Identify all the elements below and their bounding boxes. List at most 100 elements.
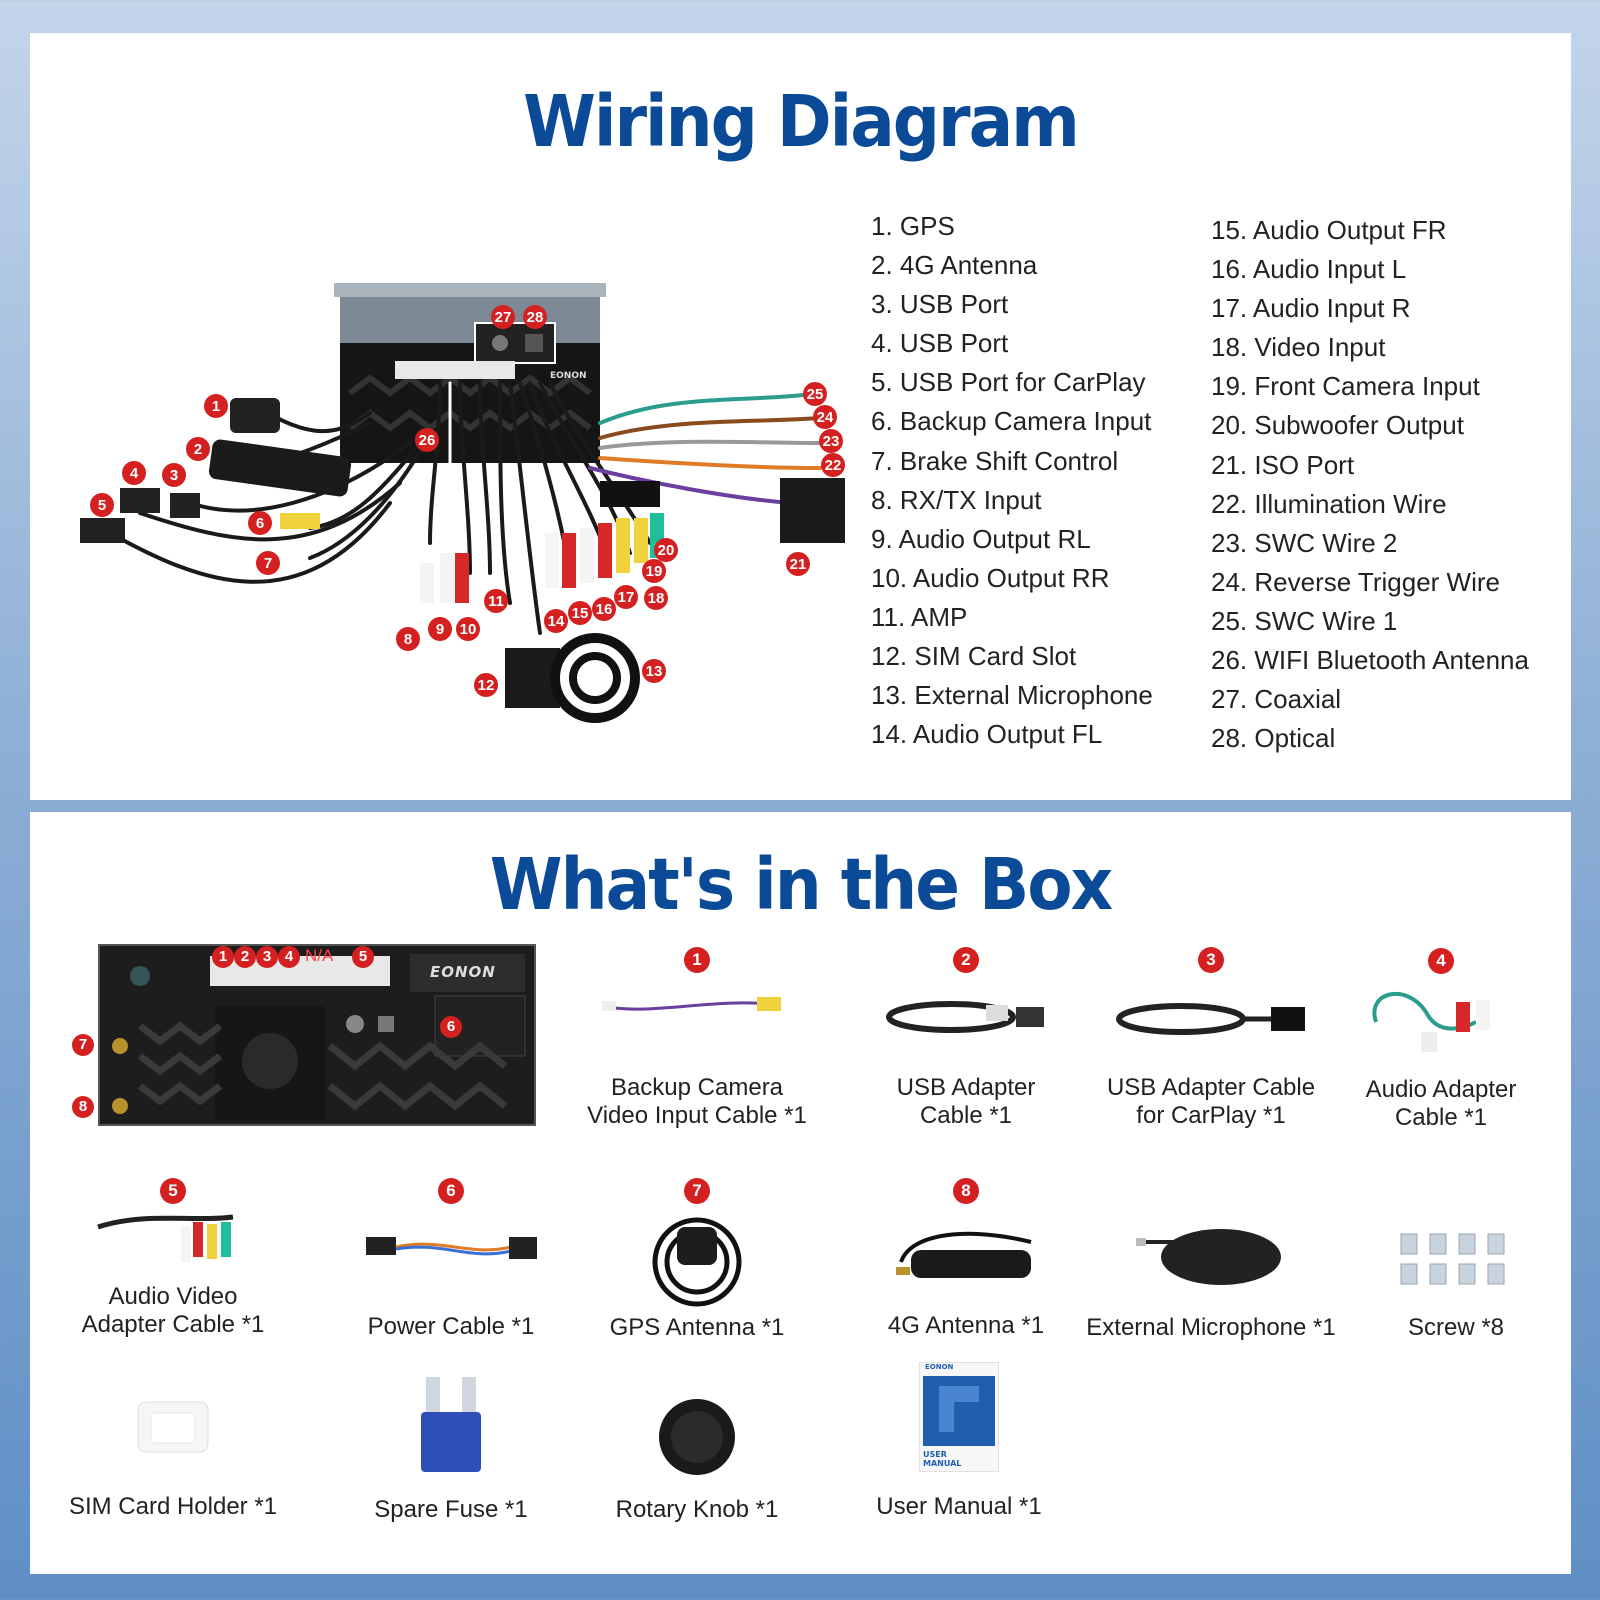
svg-text:11: 11 (488, 593, 504, 610)
legend-item: 12. SIM Card Slot (871, 641, 1077, 672)
box-item-label: Screw *8 (1407, 1314, 1505, 1341)
box-item-image-cable1 (597, 987, 797, 1032)
diagram-badge-8: 8 (396, 627, 420, 651)
legend-item: 16. Audio Input L (1211, 254, 1407, 285)
box-item-number-badge: 4 (1428, 948, 1454, 974)
wiring-diagram-title: Wiring Diagram (523, 79, 1080, 164)
diagram-badge-13: 13 (642, 659, 666, 683)
box-item-number-badge: 6 (438, 1178, 464, 1204)
legend-item: 22. Illumination Wire (1211, 488, 1447, 519)
legend-item: 21. ISO Port (1211, 449, 1355, 480)
box-item-image-screws (1396, 1232, 1516, 1297)
svg-text:14: 14 (548, 613, 565, 630)
box-item-label: Backup Camera (610, 1074, 784, 1101)
svg-text:24: 24 (817, 409, 834, 426)
diagram-badge-19: 19 (642, 559, 666, 583)
box-item-number-badge: 5 (160, 1178, 186, 1204)
legend-item: 4. USB Port (871, 328, 1009, 359)
legend-item: 18. Video Input (1211, 332, 1386, 363)
diagram-badge-14: 14 (544, 609, 568, 633)
box-item-number-badge: 8 (953, 1178, 979, 1204)
svg-text:16: 16 (596, 601, 613, 618)
box-item-number-badge: 3 (1198, 947, 1224, 973)
cable-bundle (108, 381, 822, 635)
svg-text:4: 4 (130, 465, 139, 482)
svg-text:21: 21 (790, 556, 807, 573)
legend-item: 15. Audio Output FR (1211, 215, 1447, 245)
microphone-coil (550, 633, 640, 723)
box-item-label: GPS Antenna *1 (609, 1314, 785, 1341)
box-item-label: Rotary Knob *1 (615, 1496, 779, 1523)
rca-plugs (280, 513, 664, 603)
legend-item: 1. GPS (871, 211, 955, 241)
box-item-image-cable5 (93, 1202, 253, 1277)
diagram-badge-15: 15 (568, 601, 592, 625)
box-item-label: for CarPlay *1 (1136, 1102, 1286, 1129)
box-item-label: External Microphone *1 (1086, 1314, 1336, 1341)
diagram-badge-26: 26 (415, 428, 439, 452)
pin-badge-6: 6 (440, 1016, 462, 1038)
box-item-label: Power Cable *1 (367, 1313, 535, 1340)
box-item-number-badge: 1 (684, 947, 710, 973)
manual-cover-brand: EONON (925, 1363, 954, 1371)
diagram-badge-10: 10 (456, 617, 480, 641)
box-item-label: Audio Adapter (1365, 1076, 1517, 1103)
svg-text:10: 10 (460, 621, 477, 638)
svg-text:27: 27 (495, 309, 512, 326)
diagram-badge-27: 27 (491, 305, 515, 329)
diagram-badge-21: 21 (786, 552, 810, 576)
box-item-image-manual: EONON USER MANUAL (918, 1361, 1000, 1477)
pin-badge-7: 7 (72, 1034, 94, 1056)
diagram-badge-9: 9 (428, 617, 452, 641)
box-item-number-badge: 7 (684, 1178, 710, 1204)
box-item-label: Video Input Cable *1 (587, 1102, 807, 1129)
diagram-badge-11: 11 (484, 589, 508, 613)
legend-item: 5. USB Port for CarPlay (871, 367, 1146, 398)
diagram-badge-3: 3 (162, 463, 186, 487)
svg-text:15: 15 (572, 605, 589, 622)
svg-text:9: 9 (436, 621, 444, 638)
legend-item: 8. RX/TX Input (871, 484, 1042, 515)
box-item-label: User Manual *1 (876, 1493, 1042, 1520)
whats-in-box-title: What's in the Box (489, 842, 1113, 927)
box-item-image-antenna4g (891, 1222, 1041, 1297)
diagram-badge-18: 18 (644, 586, 668, 610)
legend-item: 25. SWC Wire 1 (1211, 605, 1398, 636)
diagram-badge-6: 6 (248, 511, 272, 535)
box-item-label: SIM Card Holder *1 (68, 1493, 278, 1520)
pin-badge-1: 1 (212, 946, 234, 968)
svg-text:2: 2 (194, 441, 202, 458)
svg-text:17: 17 (618, 589, 635, 606)
diagram-badge-22: 22 (821, 453, 845, 477)
unit-brand-text: EONON (550, 371, 587, 381)
svg-text:1: 1 (212, 398, 220, 415)
legend-item: 3. USB Port (871, 289, 1009, 320)
svg-text:19: 19 (646, 563, 663, 580)
unit-rear-photo: EONON 1 2 3 4 N/A 5 6 7 8 (72, 944, 536, 1126)
svg-text:12: 12 (478, 677, 495, 694)
svg-text:13: 13 (646, 663, 663, 680)
diagram-badge-4: 4 (122, 461, 146, 485)
legend-item: 24. Reverse Trigger Wire (1211, 566, 1500, 597)
legend-item: 20. Subwoofer Output (1211, 410, 1464, 441)
diagram-badge-25: 25 (803, 382, 827, 406)
manual-cover-title: USER MANUAL (923, 1450, 962, 1468)
box-item-label: USB Adapter (896, 1074, 1036, 1101)
svg-text:8: 8 (404, 631, 412, 648)
diagram-badge-24: 24 (813, 405, 837, 429)
diagram-badge-7: 7 (256, 551, 280, 575)
wiring-diagram-illustration: EONON (80, 283, 845, 723)
legend-item: 26. WIFI Bluetooth Antenna (1211, 645, 1529, 676)
box-item-image-knob (652, 1392, 742, 1487)
diagram-badge-2: 2 (186, 437, 210, 461)
box-item-image-sim (133, 1397, 213, 1462)
box-item-image-gps (647, 1202, 747, 1317)
svg-text:23: 23 (823, 433, 840, 450)
pin-badge-2: 2 (234, 946, 256, 968)
box-item-label: Adapter Cable *1 (81, 1311, 265, 1338)
4g-antenna-module (208, 439, 352, 497)
box-item-label: Cable *1 (919, 1102, 1013, 1129)
